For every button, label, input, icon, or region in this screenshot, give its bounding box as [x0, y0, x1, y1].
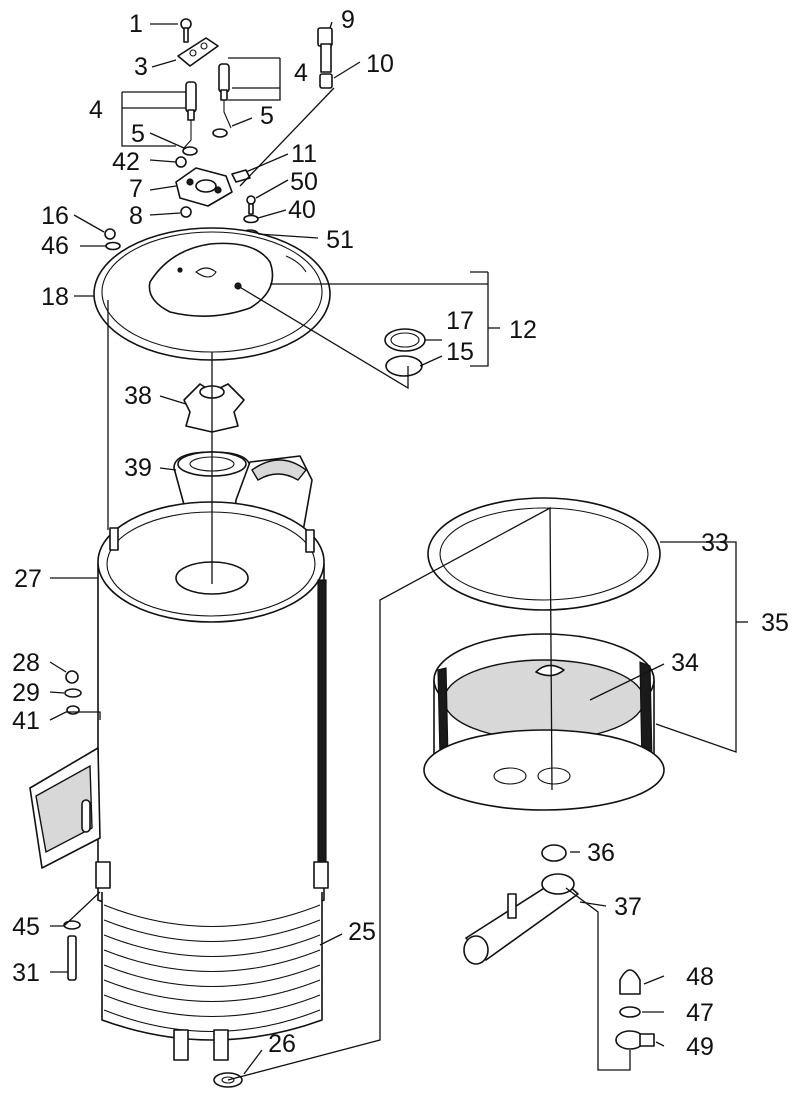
part-16-nut — [104, 228, 116, 240]
part-4-electrode-right — [218, 63, 232, 129]
part-5-washer-left — [182, 146, 198, 156]
part-29-washer — [64, 688, 82, 698]
label-part-48: 48 — [686, 963, 714, 991]
label-part-35: 35 — [761, 609, 789, 637]
part-37-valve-body — [463, 873, 579, 965]
part-46-washer — [105, 241, 121, 251]
label-part-16: 16 — [41, 202, 69, 230]
label-part-28: 28 — [12, 649, 40, 677]
part-11-screw — [231, 169, 251, 183]
part-34-filter-body — [423, 633, 665, 811]
label-part-34: 34 — [671, 649, 699, 677]
label-part-26: 26 — [268, 1030, 296, 1058]
leader-lines — [49, 21, 748, 1081]
part-3-bracket — [177, 37, 219, 67]
part-1-screw — [180, 18, 192, 43]
label-part-17: 17 — [446, 307, 474, 335]
label-part-51: 51 — [326, 226, 354, 254]
label-part-3: 3 — [134, 53, 148, 81]
part-18-cover — [93, 227, 331, 361]
part-49-fitting — [615, 1030, 655, 1050]
label-part-49: 49 — [686, 1033, 714, 1061]
label-part-15: 15 — [446, 338, 474, 366]
part-50-screw — [246, 195, 256, 215]
label-part-7: 7 — [129, 175, 143, 203]
part-31-bolt — [67, 935, 77, 981]
label-part-29: 29 — [12, 679, 40, 707]
label-part-42: 42 — [112, 148, 140, 176]
part-17-ring — [384, 328, 426, 352]
label-part-38: 38 — [124, 382, 152, 410]
part-28-nut — [65, 670, 79, 684]
label-part-47: 47 — [686, 999, 714, 1027]
part-10-fitting — [319, 73, 333, 89]
label-part-46: 46 — [41, 232, 69, 260]
label-part-39: 39 — [124, 454, 152, 482]
label-part-11: 11 — [291, 140, 317, 168]
part-33-gasket-ring — [427, 497, 661, 611]
label-part-5a: 5 — [131, 120, 145, 148]
part-25-coil — [101, 892, 323, 1061]
label-part-12: 12 — [509, 316, 537, 344]
part-42-screw — [175, 156, 187, 168]
part-38-spider — [183, 383, 245, 433]
part-48-cap-nut — [619, 969, 641, 995]
part-41-washer — [66, 705, 80, 715]
label-part-40: 40 — [288, 196, 316, 224]
part-number-labels: 1 3 4 4 5 5 42 7 8 9 10 11 50 40 51 16 4… — [12, 6, 789, 1061]
label-part-41: 41 — [12, 707, 40, 735]
part-side-bracket — [29, 747, 101, 869]
label-part-1: 1 — [129, 10, 143, 38]
part-9-ignition-plug — [317, 27, 333, 73]
part-7-electrode-holder — [175, 167, 233, 207]
label-part-18: 18 — [41, 283, 69, 311]
label-part-5b: 5 — [260, 102, 274, 130]
part-15-disc — [385, 355, 423, 377]
label-part-8: 8 — [129, 202, 143, 230]
label-part-27: 27 — [14, 565, 42, 593]
label-part-25: 25 — [348, 918, 376, 946]
label-part-9: 9 — [341, 6, 355, 34]
part-27-tank — [95, 501, 329, 926]
label-part-36: 36 — [587, 839, 615, 867]
part-36-nut — [541, 844, 567, 862]
label-part-31: 31 — [12, 959, 40, 987]
label-part-4b: 4 — [294, 59, 308, 87]
label-part-45: 45 — [12, 913, 40, 941]
label-part-37: 37 — [614, 893, 642, 921]
part-40-washer — [243, 214, 259, 224]
part-8-nut — [180, 206, 192, 218]
label-part-10: 10 — [366, 50, 394, 78]
label-part-4a: 4 — [89, 96, 103, 124]
part-4-electrode-left — [183, 81, 197, 149]
part-45-washer — [63, 920, 81, 930]
part-5-washer-right — [212, 128, 228, 138]
label-part-50: 50 — [290, 168, 318, 196]
part-47-washer — [619, 1006, 641, 1018]
label-part-33: 33 — [701, 529, 729, 557]
